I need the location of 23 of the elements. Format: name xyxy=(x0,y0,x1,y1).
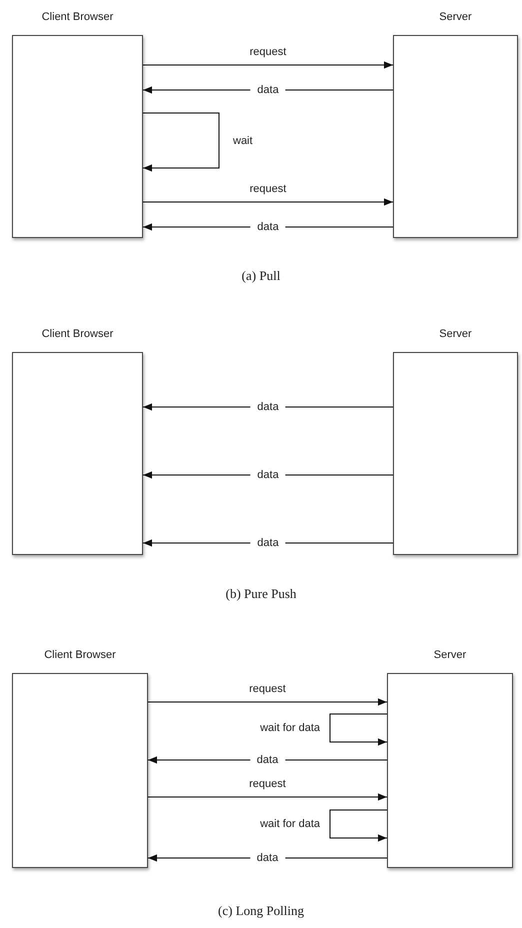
edge-label: request xyxy=(250,45,286,59)
panel-caption: (c) Long Polling xyxy=(217,903,305,919)
edge-label: request xyxy=(249,682,286,696)
panel-caption: (a) Pull xyxy=(240,268,282,284)
edge-label: request xyxy=(250,182,286,196)
panel-caption: (b) Pure Push xyxy=(224,586,298,602)
edge-label: wait for data xyxy=(260,721,320,735)
arrow xyxy=(330,714,388,746)
arrow xyxy=(330,810,388,842)
participant-label: Client Browser xyxy=(40,328,114,342)
arrow xyxy=(142,198,394,206)
arrow xyxy=(148,698,388,706)
participant-label: Server xyxy=(432,649,468,663)
participant-label: Server xyxy=(438,11,473,25)
edge-label: wait xyxy=(233,134,253,148)
edge-label: wait for data xyxy=(260,817,320,831)
arrow xyxy=(142,61,394,69)
arrow xyxy=(148,793,388,801)
edge-label: request xyxy=(249,777,286,791)
participant-label: Client Browser xyxy=(40,11,114,25)
arrow xyxy=(142,112,220,172)
participant-label: Server xyxy=(438,328,473,342)
participant-label: Client Browser xyxy=(43,649,117,663)
